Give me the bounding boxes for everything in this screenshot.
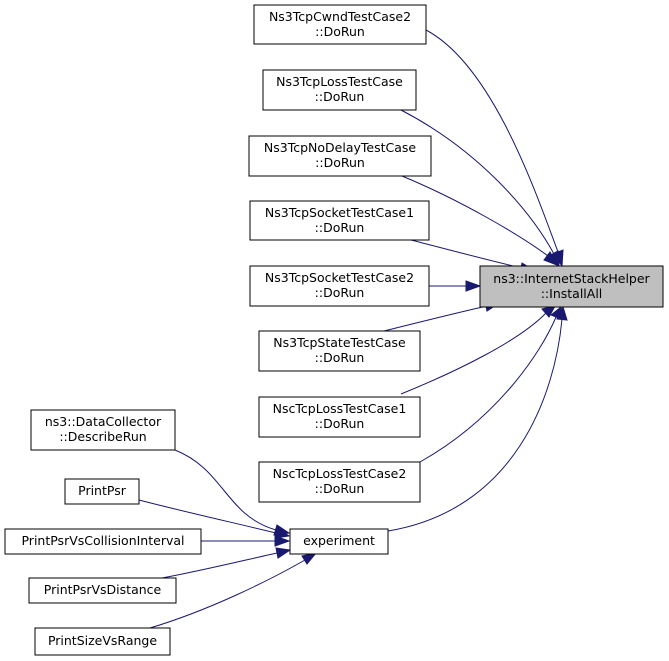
node-printpsrvscollisioninterval[interactable]: PrintPsrVsCollisionInterval (4, 528, 202, 555)
node-label: PrintPsrVsDistance (44, 582, 162, 597)
edge-distance-to-experiment (161, 547, 292, 579)
node-label-line1: Ns3TcpLossTestCase (276, 74, 403, 89)
node-nsctcplosstestcase2-dorun[interactable]: NscTcpLossTestCase2 ::DoRun (258, 461, 421, 503)
node-label-line2: ::DoRun (315, 481, 365, 496)
edge-collision-to-experiment (201, 535, 291, 547)
edge-socket2-to-installall (429, 280, 482, 292)
edge-printpsr-to-experiment (138, 499, 291, 539)
node-label-line1: Ns3TcpStateTestCase (273, 335, 406, 350)
node-printpsrvsdistance[interactable]: PrintPsrVsDistance (28, 577, 177, 604)
node-label-line2: ::DoRun (315, 285, 365, 300)
node-printsizevsrange[interactable]: PrintSizeVsRange (34, 627, 171, 656)
node-ns3tcpsockettestcase1-dorun[interactable]: Ns3TcpSocketTestCase1 ::DoRun (249, 200, 430, 241)
node-label-line2: ::DoRun (315, 350, 365, 365)
node-label-line1: Ns3TcpSocketTestCase2 (265, 270, 414, 285)
node-label: PrintSizeVsRange (48, 633, 157, 648)
node-label-line2: ::DoRun (315, 220, 365, 235)
node-datacollector-describerun[interactable]: ns3::DataCollector ::DescribeRun (30, 409, 176, 451)
node-nsctcplosstestcase1-dorun[interactable]: NscTcpLossTestCase1 ::DoRun (258, 396, 421, 438)
node-ns3tcpstatetestcase-dorun[interactable]: Ns3TcpStateTestCase ::DoRun (258, 330, 421, 372)
edge-loss-to-installall (400, 109, 560, 268)
node-label-line2: ::DoRun (315, 24, 365, 39)
edge-nodelay-to-installall (401, 175, 559, 266)
node-label-line1: NscTcpLossTestCase2 (273, 466, 407, 481)
node-ns3tcpnodelaytestcase-dorun[interactable]: Ns3TcpNoDelayTestCase ::DoRun (248, 135, 432, 177)
node-label-line2: ::DoRun (315, 155, 365, 170)
node-label-line1: ns3::DataCollector (45, 414, 162, 429)
node-label: PrintPsr (78, 483, 127, 498)
node-printpsr[interactable]: PrintPsr (64, 478, 140, 505)
node-ns3tcpsockettestcase2-dorun[interactable]: Ns3TcpSocketTestCase2 ::DoRun (249, 265, 430, 307)
node-ns3tcplosstestcase-dorun[interactable]: Ns3TcpLossTestCase ::DoRun (262, 69, 417, 111)
node-label-line1: Ns3TcpSocketTestCase1 (265, 205, 414, 220)
node-installall-line2: ::InstallAll (541, 286, 603, 301)
node-installall[interactable]: ns3::InternetStackHelper ::InstallAll (479, 265, 664, 308)
node-label-line1: Ns3TcpCwndTestCase2 (269, 9, 411, 24)
node-label-line2: ::DescribeRun (59, 429, 146, 444)
edge-experiment-to-installall (387, 305, 568, 532)
edge-cwnd2-to-installall (425, 29, 564, 268)
node-label-line1: Ns3TcpNoDelayTestCase (264, 140, 416, 155)
edge-nsc1-to-installall (400, 305, 556, 395)
node-ns3tcpcwndtestcase2-dorun[interactable]: Ns3TcpCwndTestCase2 ::DoRun (253, 4, 427, 45)
node-label: PrintPsrVsCollisionInterval (21, 533, 184, 548)
node-experiment[interactable]: experiment (289, 528, 389, 555)
node-installall-line1: ns3::InternetStackHelper (493, 271, 650, 286)
node-experiment-label: experiment (303, 533, 375, 548)
edge-nsc2-to-installall (419, 305, 562, 463)
node-label-line1: NscTcpLossTestCase1 (273, 401, 407, 416)
node-label-line2: ::DoRun (315, 89, 365, 104)
node-label-line2: ::DoRun (315, 416, 365, 431)
